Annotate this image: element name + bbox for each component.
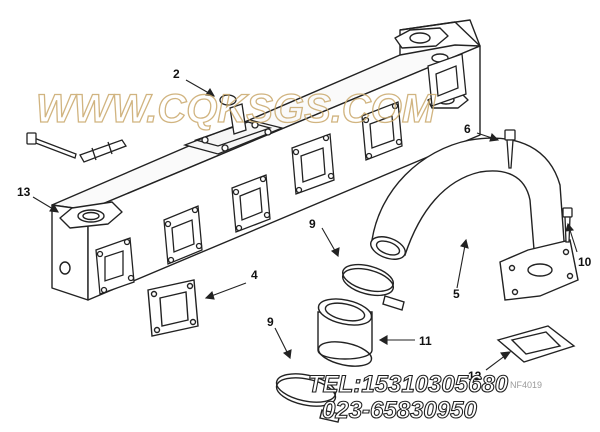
callout-12: 12	[468, 369, 482, 383]
capscrew	[26, 132, 77, 159]
callout-6: 6	[464, 122, 471, 136]
callout-2: 2	[173, 67, 180, 81]
watermark-phone2: 023-65830950	[322, 397, 477, 424]
exhaust-port-3	[231, 174, 271, 233]
callout-9-lower: 9	[267, 315, 274, 329]
screw-6	[504, 129, 516, 169]
callout-4: 4	[251, 268, 258, 282]
exhaust-port-2	[163, 205, 203, 265]
wire-bracket	[79, 139, 127, 163]
vband-clamp-upper	[341, 263, 405, 311]
watermark-url: WWW.CQKSGS.COM	[36, 87, 437, 131]
exhaust-port-1	[95, 237, 135, 295]
turbo-mounting-pad	[182, 94, 285, 155]
vband-clamp-lower	[275, 373, 341, 423]
leader-lines	[32, 79, 578, 371]
callout-10: 10	[578, 255, 592, 269]
callout-9-upper: 9	[309, 217, 316, 231]
watermark-phone: TEL:15310305680	[308, 371, 509, 398]
exhaust-elbow-tube	[370, 137, 579, 301]
callout-labels: 2 6 13 9 10 4 5 9 11 12	[17, 67, 592, 383]
exhaust-port-4	[291, 133, 335, 195]
callout-13: 13	[17, 185, 31, 199]
callout-11: 11	[419, 334, 432, 348]
figure-code: NF4019	[510, 380, 542, 390]
gasket-manifold	[147, 279, 199, 337]
exhaust-port-6	[427, 53, 467, 107]
gasket-12	[496, 325, 576, 363]
exhaust-port-5	[361, 101, 403, 161]
exhaust-ports	[95, 53, 467, 295]
sleeve-11	[317, 298, 373, 367]
callout-5: 5	[453, 287, 460, 301]
